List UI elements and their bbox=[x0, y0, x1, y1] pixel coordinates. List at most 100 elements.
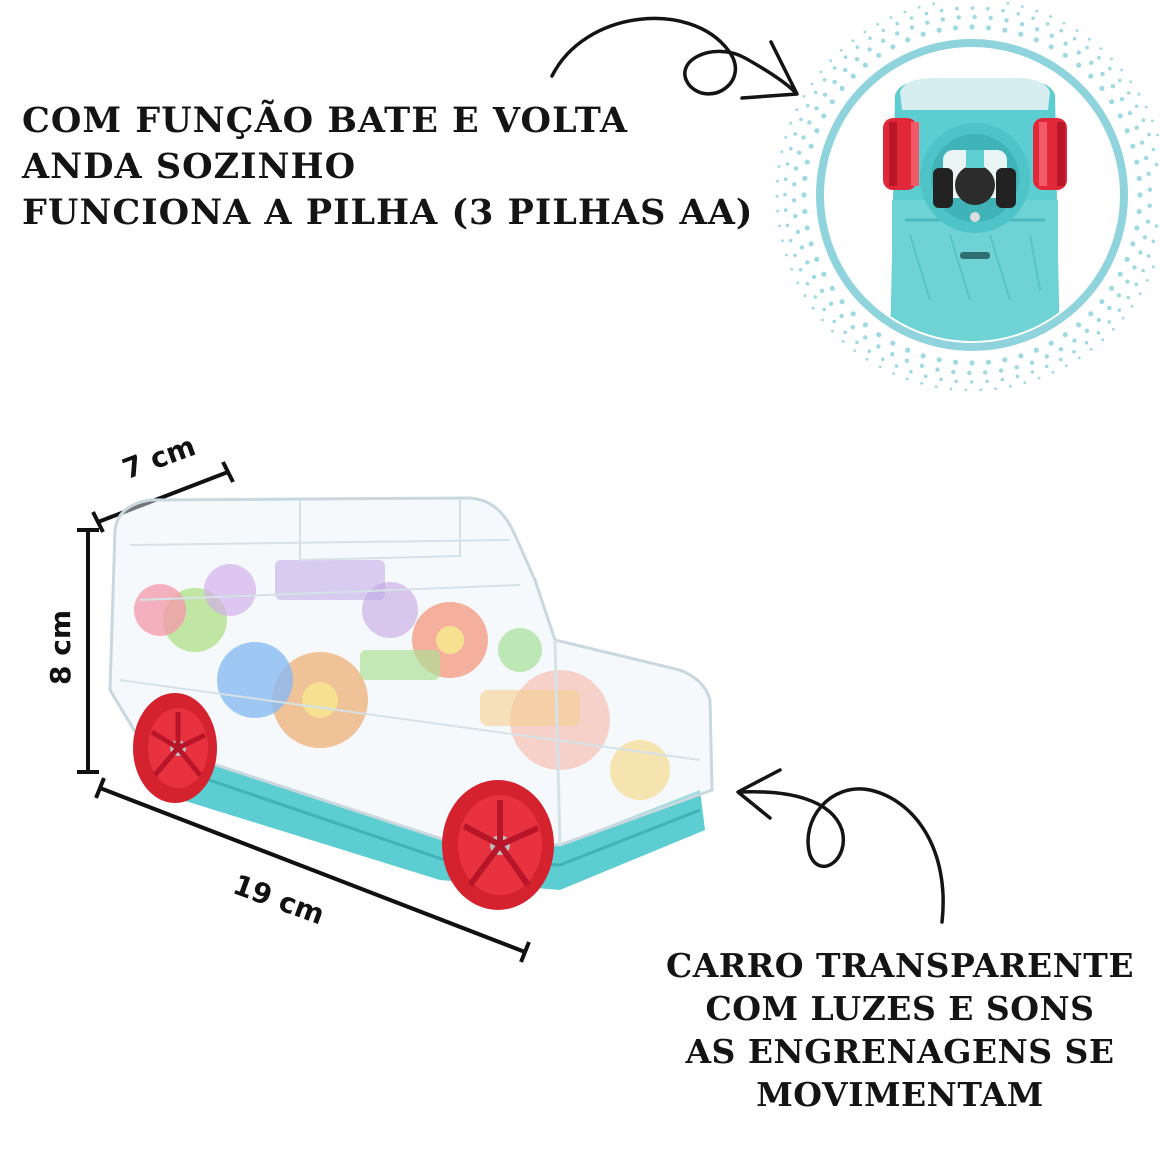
halo-dot bbox=[850, 325, 855, 330]
halo-dot bbox=[1059, 28, 1064, 33]
halo-dot bbox=[1037, 376, 1041, 380]
halo-dot bbox=[1127, 91, 1131, 95]
halo-dot bbox=[822, 78, 827, 82]
halo-dot bbox=[1076, 322, 1082, 328]
halo-dot bbox=[863, 335, 868, 340]
halo-dot bbox=[1084, 341, 1089, 345]
halo-dot bbox=[832, 66, 837, 70]
halo-dot bbox=[1023, 381, 1027, 385]
halo-dot bbox=[783, 192, 787, 197]
halo-dot bbox=[801, 135, 806, 140]
halo-dot bbox=[865, 358, 869, 361]
halo-dot bbox=[1119, 97, 1125, 102]
halo-dot bbox=[1034, 27, 1040, 32]
halo-dot bbox=[788, 238, 793, 243]
halo-dot bbox=[949, 387, 953, 391]
halo-dot bbox=[994, 387, 997, 390]
halo-dot bbox=[832, 79, 837, 85]
halo-dot bbox=[805, 281, 810, 286]
halo-dot bbox=[850, 311, 856, 317]
halo-dot bbox=[894, 364, 899, 368]
halo-dot bbox=[1134, 225, 1140, 231]
halo-dot bbox=[895, 31, 900, 36]
halo-dot bbox=[1045, 364, 1049, 369]
halo-dot bbox=[1033, 37, 1039, 43]
halo-dot bbox=[805, 103, 810, 108]
halo-dot bbox=[876, 344, 881, 349]
halo-dot bbox=[1151, 147, 1156, 152]
halo-dot bbox=[801, 192, 807, 198]
halo-dot bbox=[821, 318, 824, 322]
halo-dot bbox=[880, 38, 886, 43]
halo-dot bbox=[831, 329, 834, 333]
halo-dot bbox=[1088, 311, 1094, 317]
halo-dot bbox=[1044, 354, 1050, 359]
halo-dot bbox=[1154, 162, 1159, 167]
halo-dot bbox=[1029, 360, 1035, 365]
halo-dot bbox=[783, 208, 788, 212]
halo-dot bbox=[784, 136, 788, 139]
halo-dot bbox=[1121, 316, 1125, 320]
halo-dot bbox=[998, 368, 1004, 373]
halo-dot bbox=[855, 340, 859, 345]
halo-dot bbox=[1001, 8, 1005, 13]
halo-dot bbox=[1134, 125, 1139, 130]
halo-dot bbox=[829, 59, 832, 63]
halo-dot bbox=[802, 95, 806, 98]
halo-dot bbox=[1072, 338, 1077, 343]
halo-dot bbox=[890, 44, 896, 50]
halo-dot bbox=[1019, 22, 1025, 27]
halo-dot bbox=[1099, 47, 1103, 50]
halo-dot bbox=[878, 365, 882, 369]
halo-dot bbox=[1125, 279, 1130, 284]
halo-dot bbox=[795, 108, 799, 111]
halo-dot bbox=[1154, 224, 1159, 228]
halo-dot bbox=[855, 45, 860, 49]
halo-dot bbox=[841, 340, 845, 343]
halo-dot bbox=[804, 225, 810, 231]
halo-dot bbox=[1099, 299, 1105, 305]
halo-dot bbox=[790, 267, 793, 271]
halo-dot bbox=[775, 194, 779, 198]
halo-dot bbox=[905, 347, 911, 353]
halo-dot bbox=[854, 57, 860, 62]
halo-dot bbox=[853, 349, 857, 353]
halo-dot bbox=[892, 372, 895, 375]
halo-dot bbox=[909, 16, 914, 20]
halo-dot bbox=[1134, 282, 1139, 287]
halo-dot bbox=[979, 388, 983, 392]
dotted-halo bbox=[775, 1, 1159, 392]
halo-dot bbox=[1058, 357, 1063, 362]
halo-dot bbox=[1147, 132, 1151, 137]
halo-dot bbox=[1120, 68, 1123, 72]
halo-dot bbox=[969, 360, 975, 366]
halo-dot bbox=[920, 31, 926, 37]
halo-dot bbox=[1030, 370, 1035, 374]
halo-dot bbox=[1072, 350, 1076, 354]
halo-dot bbox=[1145, 219, 1151, 224]
halo-dot bbox=[1035, 9, 1039, 13]
feature-list: COM FUNÇÃO BATE E VOLTA ANDA SOZINHO FUN… bbox=[22, 98, 753, 236]
halo-dot bbox=[1107, 320, 1112, 324]
halo-dot bbox=[781, 239, 784, 243]
halo-dot bbox=[804, 159, 810, 165]
halo-dot bbox=[1136, 208, 1142, 215]
halo-dot bbox=[895, 21, 899, 26]
halo-dot bbox=[810, 82, 814, 86]
halo-dot bbox=[1031, 16, 1035, 21]
halo-dot bbox=[904, 358, 910, 363]
halo-dot bbox=[936, 27, 942, 33]
halo-dot bbox=[890, 340, 896, 346]
halo-dot bbox=[1015, 374, 1020, 379]
halo-dot bbox=[970, 6, 975, 10]
halo-dot bbox=[1117, 113, 1123, 119]
halo-dot bbox=[843, 67, 848, 73]
gear-cluster bbox=[134, 560, 670, 800]
halo-dot bbox=[791, 198, 797, 203]
halo-dot bbox=[1045, 22, 1050, 26]
halo-dot bbox=[923, 374, 928, 379]
halo-dot bbox=[819, 288, 825, 293]
halo-dot bbox=[880, 357, 885, 362]
halo-dot bbox=[889, 16, 893, 19]
